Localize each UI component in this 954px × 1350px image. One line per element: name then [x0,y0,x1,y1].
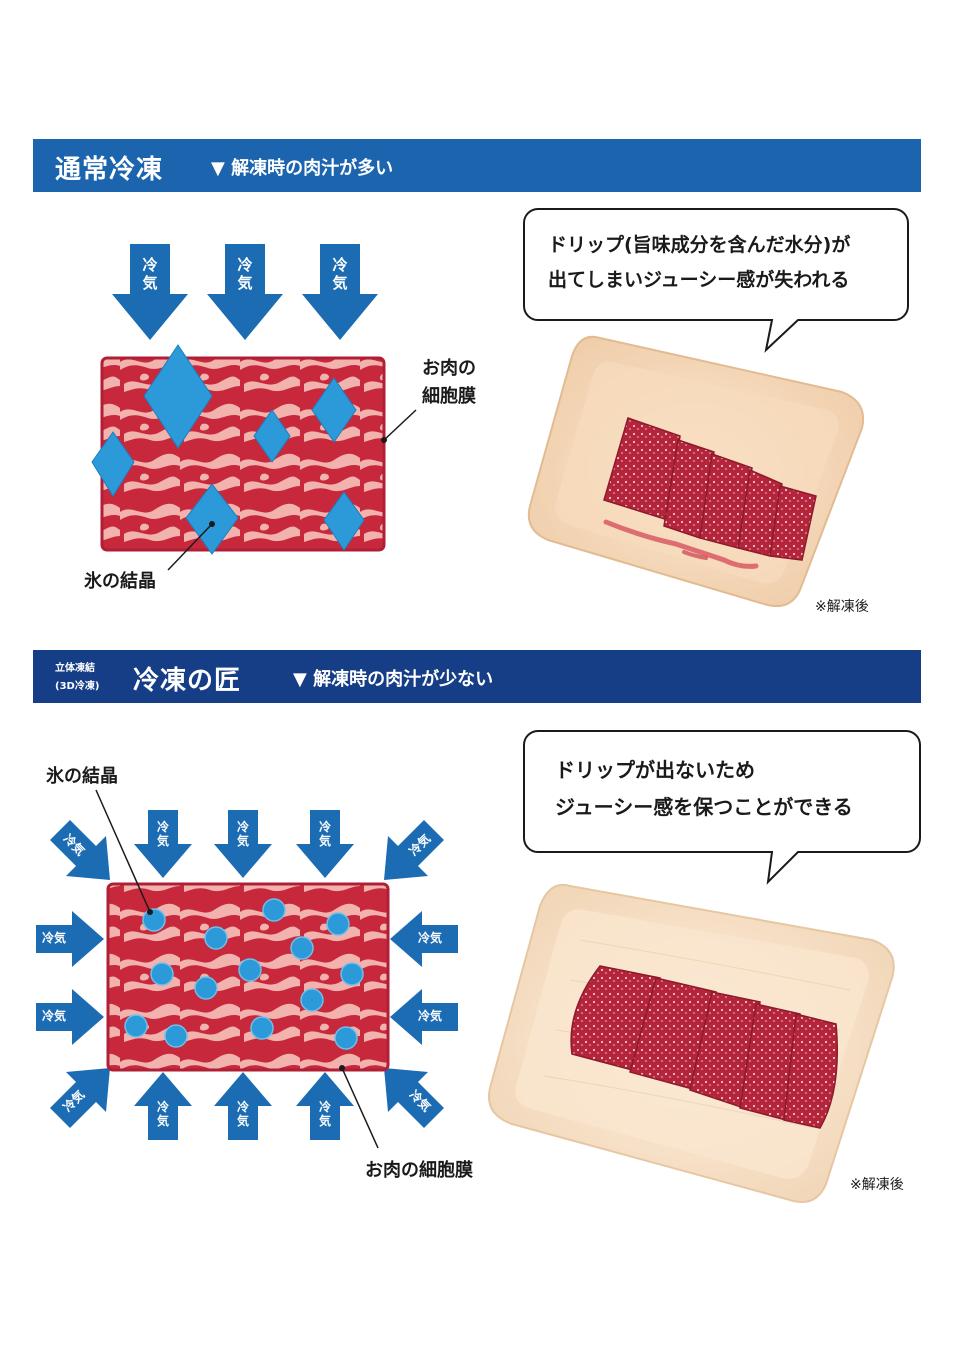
section-title: 冷凍の匠 [133,666,242,696]
cell-membrane-label: お肉の [422,358,476,379]
ice-crystal [124,1014,148,1038]
meat-slices [603,417,817,561]
cold-air-label: 冷気 [42,931,67,945]
cold-air-arrow [50,820,110,880]
ice-crystal [142,908,166,932]
cold-air-arrow [214,810,272,878]
thawed-note: ※解凍後 [815,599,869,615]
cold-air-arrows-3d [36,810,458,1140]
ice-crystal [150,962,174,986]
ice-crystal [194,976,218,1000]
section-subtitle: ▼ 解凍時の肉汁が少ない [293,669,494,690]
cold-air-label: 冷気 [42,1009,67,1023]
ice-crystal-label: 氷の結晶 [84,571,156,592]
speech-line-1: ドリップ(旨味成分を含んだ水分)が [548,234,851,256]
speech-bubble-takumi [523,730,921,885]
thawed-note: ※解凍後 [850,1177,904,1193]
cold-air-arrow [36,911,104,967]
meat-slices [570,965,839,1129]
cold-air-arrow [390,911,458,967]
section-tag-sub: (3D冷凍) [55,681,100,692]
ice-crystal [323,491,365,551]
cold-air-label: 冷気 [318,1100,331,1129]
cold-air-arrow [296,1072,354,1140]
ice-crystal [262,898,286,922]
meat-cell-diagram-takumi [95,789,390,1149]
ice-crystal [143,344,213,449]
speech-line-1: ドリップが出ないため [555,758,755,782]
cold-air-arrow [112,244,188,340]
cell-membrane-label-line2: 細胞膜 [422,386,476,407]
cold-air-arrow [302,244,378,340]
section-tag: 立体凍結 [55,663,95,674]
cold-air-label: 冷気 [236,820,249,849]
cold-air-label: 冷気 [332,256,348,292]
ice-crystal [250,1016,274,1040]
section-subtitle: ▼ 解凍時の肉汁が多い [211,158,394,179]
large-ice-crystals [91,344,365,555]
cell-membrane-label: お肉の細胞膜 [365,1160,473,1181]
section-takumi-freezing-header: 立体凍結 (3D冷凍) 冷凍の匠 ▼ 解凍時の肉汁が少ない [33,650,921,703]
cold-air-label: 冷気 [142,256,158,292]
ice-crystal-label: 氷の結晶 [46,766,118,787]
section-title: 通常冷凍 [55,155,164,185]
thawed-meat-photo-takumi [488,884,895,1203]
cold-air-label: 冷気 [236,1100,249,1129]
speech-bubble-text: ドリップ(旨味成分を含んだ水分)が 出てしまいジューシー感が失われる [548,228,850,298]
section-normal-freezing-header: 通常冷凍 ▼ 解凍時の肉汁が多い [33,139,921,192]
cold-air-label: 冷気 [418,1009,443,1023]
cold-air-arrow [384,820,444,880]
ice-crystal [311,377,357,443]
ice-crystal [204,926,228,950]
speech-bubble-text: ドリップが出ないため ジューシー感を保つことができる [555,752,853,826]
ice-crystal [290,936,314,960]
cold-air-arrow [384,1068,444,1128]
cold-air-arrow [214,1072,272,1140]
cold-air-arrow [36,989,104,1045]
cold-air-arrows-top [112,244,378,340]
cold-air-label: 冷気 [237,256,253,292]
meat-drip [603,519,759,569]
ice-crystal [334,1026,358,1050]
thawed-meat-photo-normal [527,335,864,608]
cold-air-arrow [296,810,354,878]
ice-crystal [91,431,135,497]
speech-bubble-normal [523,208,909,353]
cold-air-label: 冷気 [418,931,443,945]
speech-line-2: ジューシー感を保つことができる [555,795,853,819]
meat-cell-diagram-normal [91,344,417,571]
cold-air-label: 冷気 [318,820,331,849]
cold-air-arrow [134,1072,192,1140]
speech-line-2: 出てしまいジューシー感が失われる [548,269,850,292]
ice-crystal [185,483,239,555]
ice-crystal [340,962,364,986]
cold-air-arrow [50,1068,110,1128]
cold-air-arrow [207,244,283,340]
ice-crystal [326,912,350,936]
small-ice-crystals [124,898,364,1050]
ice-crystal [164,1024,188,1048]
ice-crystal [238,958,262,982]
ice-crystal [253,409,291,463]
cold-air-label: 冷気 [156,1100,169,1129]
cold-air-label: 冷気 [156,820,169,849]
cold-air-arrow [134,810,192,878]
ice-crystal [300,988,324,1012]
cold-air-arrow [390,989,458,1045]
